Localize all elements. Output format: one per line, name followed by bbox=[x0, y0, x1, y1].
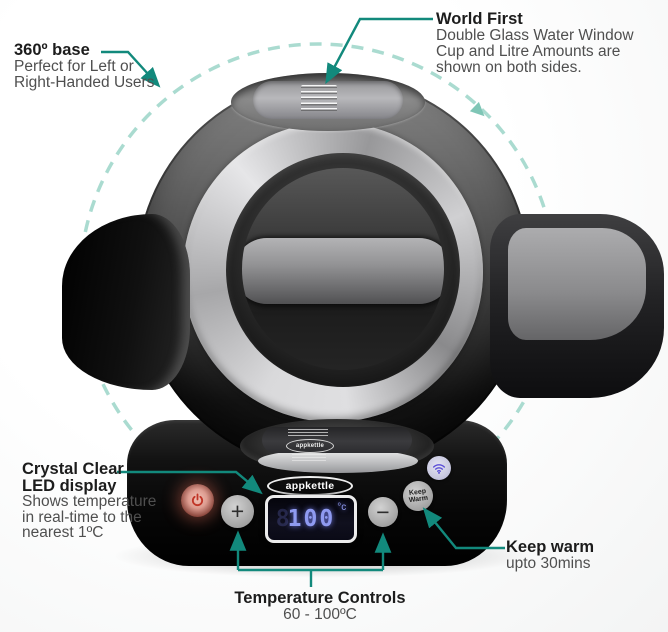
kettle-lid-inner bbox=[242, 168, 444, 370]
kettle-handle-grip bbox=[508, 228, 646, 340]
callout-text: Perfect for Left or bbox=[14, 58, 134, 75]
temperature-plus-button: + bbox=[221, 495, 254, 528]
wifi-button bbox=[427, 456, 451, 480]
temperature-minus-button: − bbox=[368, 497, 398, 527]
kettle-spout bbox=[62, 214, 190, 390]
callout-title: Crystal Clear bbox=[22, 460, 124, 478]
callout-world-first: World First Double Glass Water Window Cu… bbox=[436, 10, 636, 76]
water-level-markings bbox=[301, 85, 337, 113]
callout-text: in real-time to the bbox=[22, 508, 142, 526]
minus-icon: − bbox=[376, 498, 390, 525]
callout-360-base: 360º base Perfect for Left or Right-Hand… bbox=[14, 41, 174, 91]
callout-title: 360º base bbox=[14, 41, 90, 59]
water-level-markings bbox=[292, 454, 326, 461]
keep-warm-button-label: Warm bbox=[408, 494, 429, 505]
callout-text: Double Glass Water Window bbox=[436, 27, 634, 44]
plus-icon: + bbox=[230, 498, 245, 524]
window-brand-logo: appkettle bbox=[286, 439, 334, 453]
bottom-silver-rim bbox=[258, 449, 418, 473]
display-ghost-digit: 8 bbox=[275, 506, 290, 532]
callout-text: Cup and Litre Amounts are bbox=[436, 43, 621, 60]
callout-led-display: Crystal Clear LED display Shows temperat… bbox=[22, 461, 182, 541]
callout-text: Right-Handed Users bbox=[14, 74, 155, 91]
rotation-arrow-icon bbox=[469, 101, 485, 117]
callout-title: Keep warm bbox=[506, 538, 595, 556]
wifi-icon bbox=[432, 464, 446, 474]
brand-logo: appkettle bbox=[267, 476, 353, 496]
display-unit: °c bbox=[337, 502, 347, 513]
callout-text: Shows temperature bbox=[22, 493, 157, 510]
led-temperature-display: 8 100 °c bbox=[265, 495, 357, 543]
callout-text: shown on both sides. bbox=[436, 59, 582, 76]
callout-keep-warm: Keep warm upto 30mins bbox=[506, 538, 636, 572]
callout-title: LED display bbox=[22, 476, 117, 495]
callout-text: 60 - 100ºC bbox=[283, 606, 357, 623]
callout-text: nearest 1ºC bbox=[22, 524, 104, 541]
kettle-handle bbox=[490, 214, 664, 398]
bottom-window-glass bbox=[262, 427, 412, 453]
power-button bbox=[181, 484, 214, 517]
callout-title: World First bbox=[436, 10, 523, 28]
display-value: 100 bbox=[287, 506, 336, 532]
water-level-markings bbox=[288, 429, 328, 438]
power-icon bbox=[191, 493, 204, 507]
callout-temperature-controls: Temperature Controls 60 - 100ºC bbox=[210, 589, 430, 623]
lid-handle-bar bbox=[242, 238, 444, 304]
callout-title: Temperature Controls bbox=[234, 589, 406, 607]
callout-text: upto 30mins bbox=[506, 555, 591, 572]
